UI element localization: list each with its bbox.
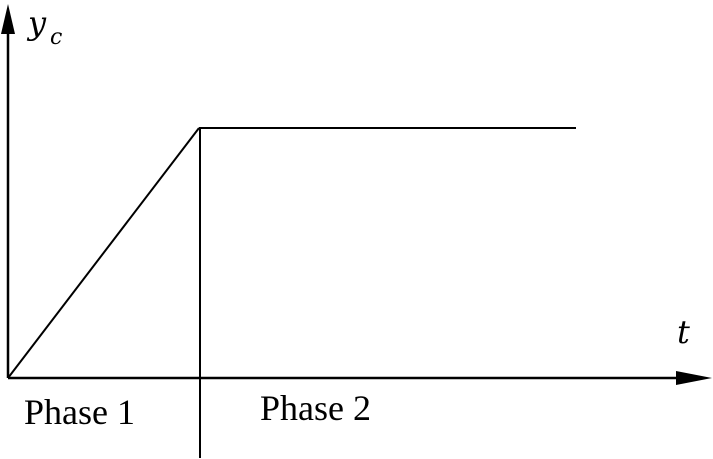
y-axis-label: y [26,4,47,42]
y-axis-arrowhead [1,4,15,34]
y-axis-label-subscript: c [50,25,62,50]
x-axis-arrowhead [676,371,712,385]
ramp-line [7,127,200,379]
x-axis-label: t [677,313,690,351]
phase-2-label: Phase 2 [260,388,371,428]
phase-1-label: Phase 1 [24,392,135,432]
